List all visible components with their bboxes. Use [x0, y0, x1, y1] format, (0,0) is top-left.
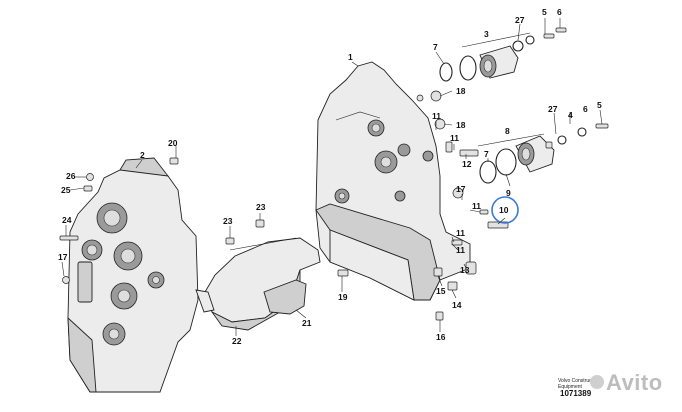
lower-seal-assembly-8 [477, 123, 609, 184]
callout-20: 20 [168, 138, 178, 148]
part-26-plug [86, 173, 94, 181]
part-11-bolt-a [445, 141, 453, 153]
callout-15: 15 [436, 286, 446, 296]
callout-labels: 1 2 3 4 5 6 7 8 9 10 11 11 11 11 11 12 1… [58, 7, 602, 346]
part-17-plug-right [452, 187, 464, 199]
callout-4: 4 [568, 110, 573, 120]
part-18-plug-a [430, 90, 442, 102]
callout-18-b: 18 [456, 120, 466, 130]
callout-21: 21 [302, 318, 312, 328]
part-25-plug [83, 185, 93, 192]
callout-23-a: 23 [223, 216, 233, 226]
callout-18-a: 18 [456, 86, 466, 96]
callout-11-a: 11 [432, 111, 441, 121]
part-16-plug [435, 311, 444, 321]
callout-7-b: 7 [484, 149, 489, 159]
callout-13: 13 [460, 265, 470, 275]
callout-11-d: 11 [456, 228, 465, 238]
callout-17-right: 17 [456, 184, 466, 194]
callout-11-c: 11 [472, 201, 481, 211]
callout-25: 25 [61, 185, 71, 195]
callout-1: 1 [348, 52, 353, 62]
watermark-logo-icon [590, 375, 604, 389]
callout-24: 24 [62, 215, 72, 225]
part-11-bolt-c [451, 239, 463, 246]
part-21-bracket [263, 279, 307, 315]
oil-pan-22 [195, 237, 321, 331]
callout-3: 3 [484, 29, 489, 39]
part-15-plug [433, 267, 443, 277]
callout-7: 7 [433, 42, 438, 52]
callout-8: 8 [505, 126, 510, 136]
callout-14: 14 [452, 300, 462, 310]
footer-reference-line-2: Equipment [558, 384, 582, 390]
part-20-bolt [169, 157, 179, 165]
callout-6: 6 [557, 7, 562, 17]
watermark-text: Avito [606, 370, 663, 395]
callout-5-b: 5 [597, 100, 602, 110]
callout-16: 16 [436, 332, 446, 342]
left-gear-housing [67, 157, 199, 393]
callout-27-a: 27 [515, 15, 525, 25]
callout-6-b: 6 [583, 104, 588, 114]
upper-seal-assembly-3 [439, 27, 567, 82]
callout-9: 9 [506, 188, 511, 198]
callout-22: 22 [232, 336, 242, 346]
part-23-plug-a [225, 237, 235, 245]
leader-lines [61, 18, 603, 336]
callout-12: 12 [462, 159, 472, 169]
callout-2: 2 [140, 150, 145, 160]
callout-11-e: 11 [456, 245, 465, 255]
main-transmission-housing [315, 61, 471, 301]
highlight-circle-10 [491, 196, 519, 224]
part-14-plug [447, 281, 458, 291]
part-19-plug [337, 269, 349, 277]
callout-26: 26 [66, 171, 76, 181]
part-24-bolt [59, 235, 79, 241]
callout-17-left: 17 [58, 252, 68, 262]
part-23-plug-b [255, 219, 265, 228]
callout-11-b: 11 [450, 133, 459, 143]
footer-reference: Volvo Construction Equipment [558, 378, 600, 390]
callout-5: 5 [542, 7, 547, 17]
drawing-number: 1071389 [560, 389, 592, 398]
footer-reference-line-1: Volvo Construction [558, 378, 600, 384]
callout-23-b: 23 [256, 202, 266, 212]
callout-10: 10 [499, 205, 509, 215]
callout-19: 19 [338, 292, 348, 302]
part-11-bolt-b [479, 209, 489, 215]
part-18-plug-b [416, 94, 424, 102]
part-12-fitting [459, 149, 479, 157]
callout-27-b: 27 [548, 104, 558, 114]
part-17-plug-left [62, 276, 70, 284]
